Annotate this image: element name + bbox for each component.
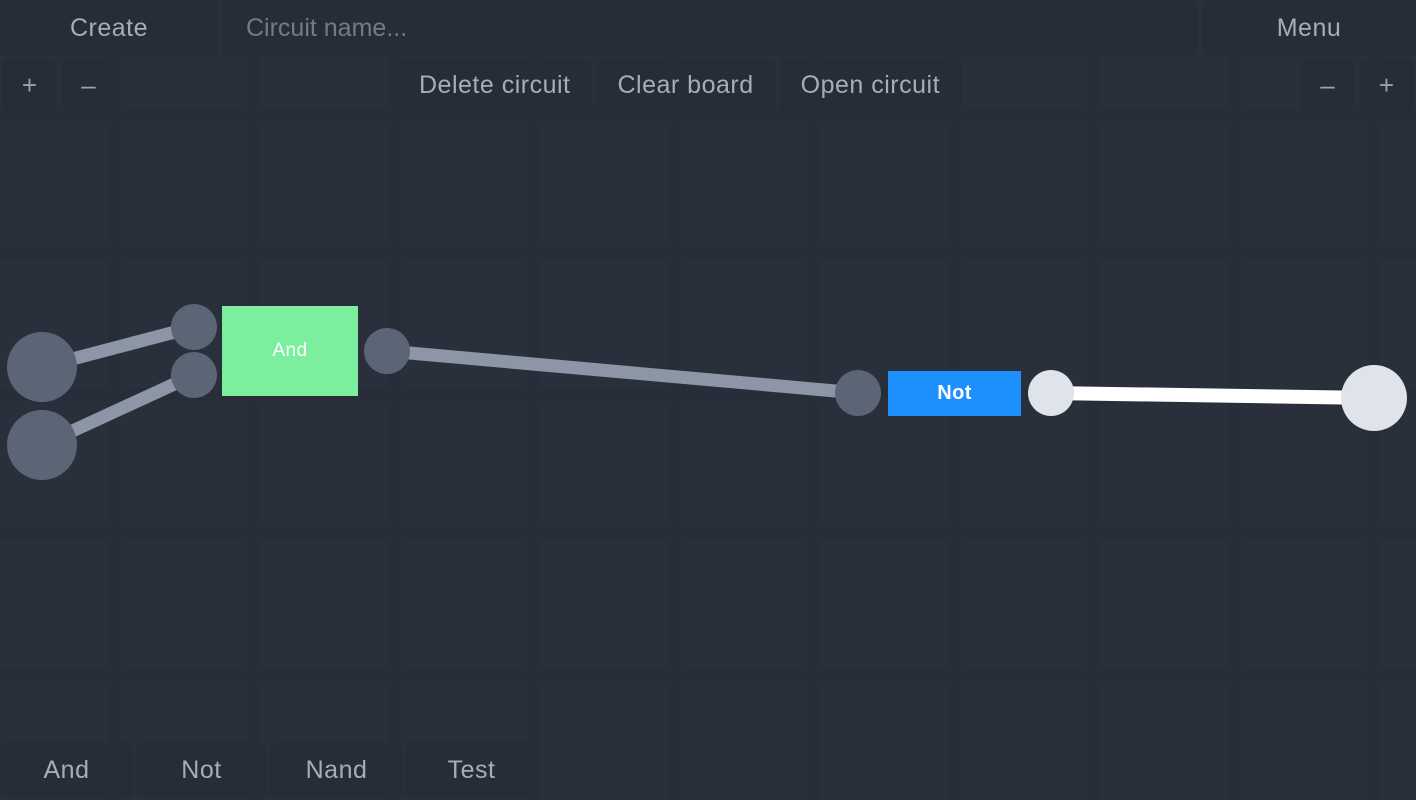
open-circuit-button[interactable]: Open circuit (778, 58, 963, 112)
grid-tile (0, 540, 108, 668)
grid-tile (260, 400, 388, 528)
clear-board-button[interactable]: Clear board (595, 58, 776, 112)
pin-and-out[interactable] (364, 328, 410, 374)
grid-tile (120, 120, 248, 248)
palette-item-not[interactable]: Not (135, 742, 268, 798)
grid-tile (960, 540, 1088, 668)
grid-tile (540, 260, 668, 388)
pin-not-in[interactable] (835, 370, 881, 416)
grid-tile (820, 680, 948, 800)
grid-tile (400, 120, 528, 248)
grid-tile (960, 120, 1088, 248)
grid-tile (540, 680, 668, 800)
grid-tile (0, 120, 108, 248)
grid-tile (540, 400, 668, 528)
zoom-out-right-icon[interactable]: – (1300, 58, 1355, 112)
grid-tile (680, 260, 808, 388)
wire[interactable] (1050, 386, 1375, 405)
grid-tile (400, 400, 528, 528)
grid-tile (400, 260, 528, 388)
grid-tile (1380, 540, 1416, 668)
grid-tile (820, 260, 948, 388)
pin-out-final[interactable] (1341, 365, 1407, 431)
grid-tile (1380, 680, 1416, 800)
palette-item-test[interactable]: Test (405, 742, 538, 798)
pin-and-in-1[interactable] (171, 304, 217, 350)
grid-tile (820, 540, 948, 668)
menu-button[interactable]: Menu (1202, 0, 1416, 56)
grid-tile (820, 120, 948, 248)
grid-tile (680, 680, 808, 800)
wire[interactable] (386, 344, 859, 400)
grid-tile (680, 120, 808, 248)
grid-tile (260, 120, 388, 248)
grid-tile (540, 120, 668, 248)
grid-tile (120, 400, 248, 528)
grid-tile (1100, 120, 1228, 248)
circuit-name-input[interactable] (222, 0, 1198, 56)
grid-tile (1380, 120, 1416, 248)
grid-tile (1100, 680, 1228, 800)
pin-and-in-2[interactable] (171, 352, 217, 398)
zoom-out-icon[interactable]: – (61, 58, 116, 112)
grid-tile (1240, 680, 1368, 800)
create-button[interactable]: Create (0, 0, 218, 56)
grid-tile (1240, 260, 1368, 388)
grid-tile (1100, 400, 1228, 528)
pin-not-out[interactable] (1028, 370, 1074, 416)
grid-tile (680, 540, 808, 668)
palette-item-and[interactable]: And (0, 742, 133, 798)
zoom-in-right-icon[interactable]: + (1359, 58, 1414, 112)
zoom-in-icon[interactable]: + (2, 58, 57, 112)
grid-tile (820, 400, 948, 528)
top-toolbar: Create Menu (0, 0, 1416, 56)
grid-tile (260, 540, 388, 668)
grid-tile (680, 400, 808, 528)
grid-tile (960, 260, 1088, 388)
palette-item-nand[interactable]: Nand (270, 742, 403, 798)
pin-in-a[interactable] (7, 332, 77, 402)
grid-tile (960, 400, 1088, 528)
gate-not-1[interactable]: Not (888, 371, 1021, 416)
grid-tile (1240, 120, 1368, 248)
grid-tile (960, 680, 1088, 800)
grid-tile (1240, 540, 1368, 668)
gate-and-1[interactable]: And (222, 306, 358, 396)
grid-tile (1100, 260, 1228, 388)
pin-in-b[interactable] (7, 410, 77, 480)
delete-circuit-button[interactable]: Delete circuit (397, 58, 593, 112)
grid-tile (400, 540, 528, 668)
grid-tile (540, 540, 668, 668)
grid-tile (1100, 540, 1228, 668)
grid-tile (120, 540, 248, 668)
